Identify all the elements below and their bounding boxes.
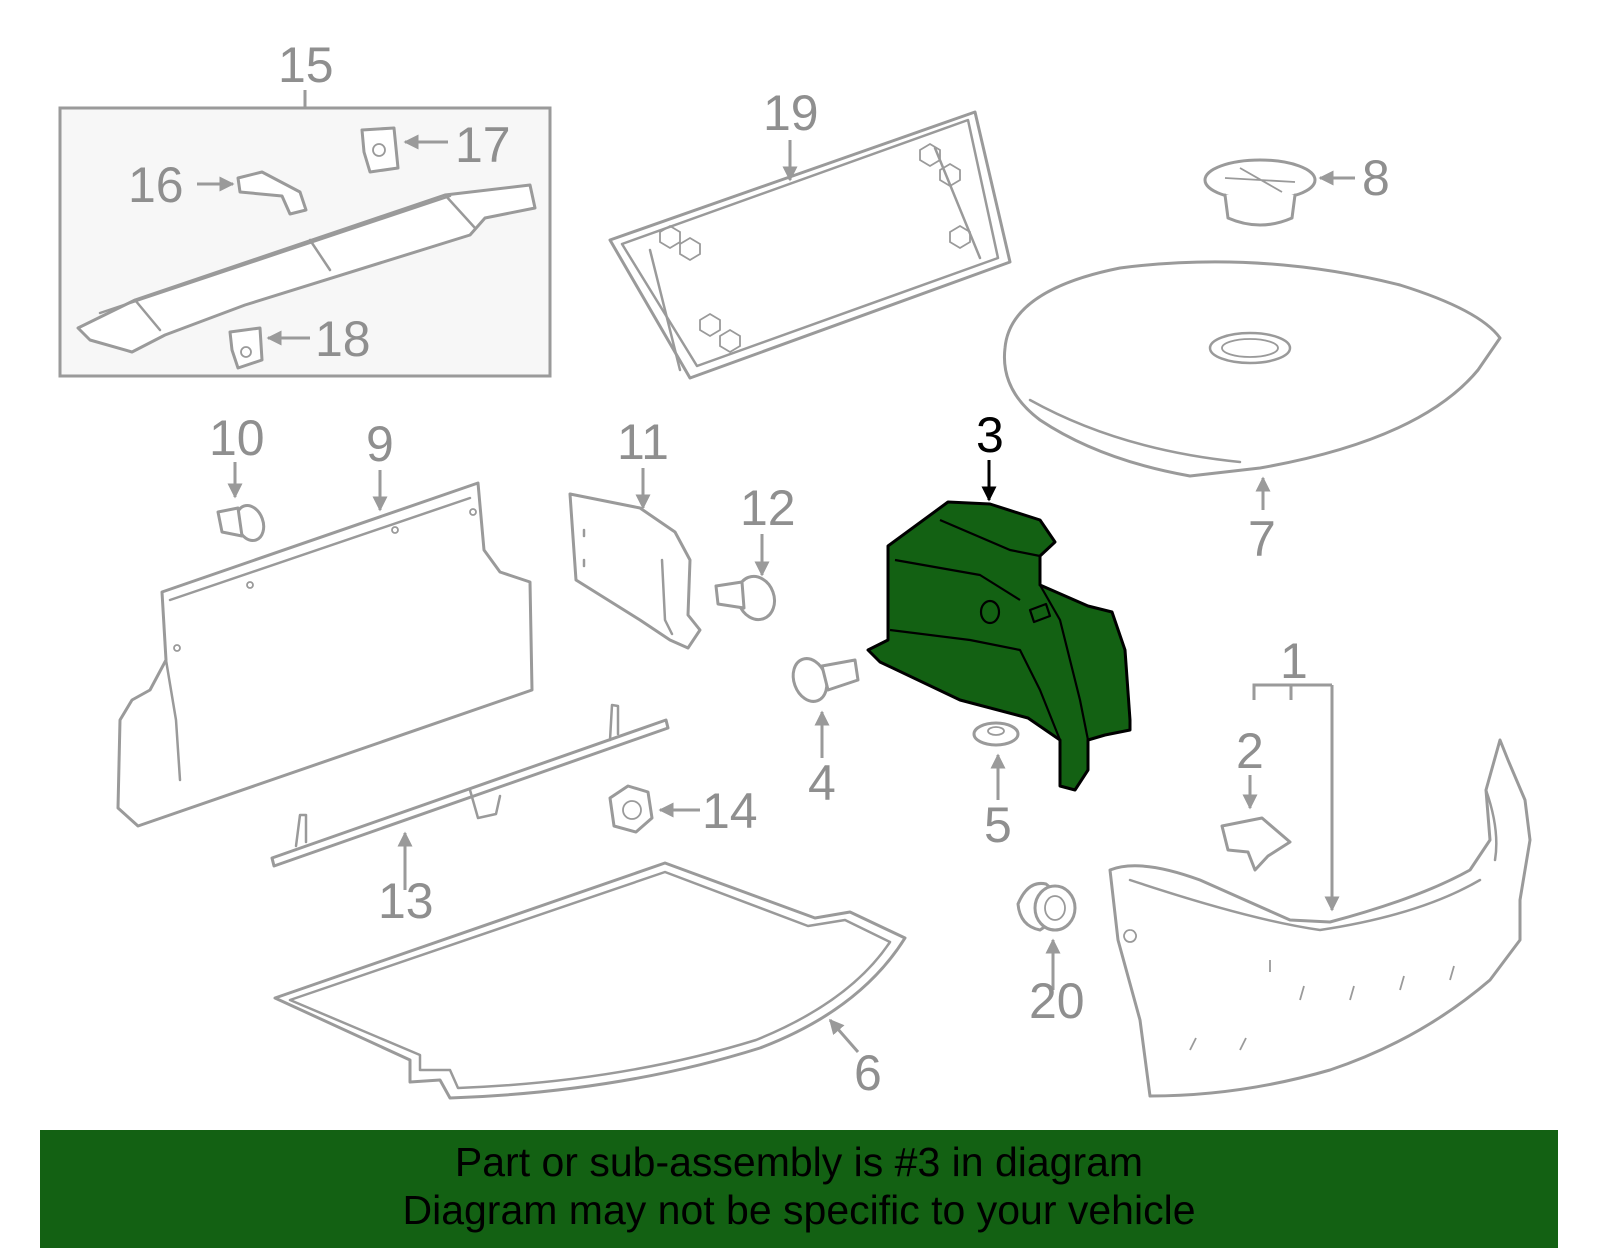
callout-4: 4 [808,755,836,811]
callout-12: 12 [740,480,796,536]
callout-19: 19 [763,85,819,141]
part-4-push-pin[interactable] [787,654,860,758]
callout-17: 17 [455,117,511,173]
callout-6: 6 [854,1045,882,1101]
part-12-push-pin[interactable] [714,534,780,625]
part-5-retainer[interactable] [972,721,1020,800]
part-20-clip[interactable] [1016,881,1077,990]
part-1-sill-plate[interactable] [1108,683,1532,1098]
part-14-nut[interactable] [608,784,700,834]
callout-16: 16 [128,157,184,213]
callout-3-highlighted: 3 [976,407,1004,463]
callout-13: 13 [378,873,434,929]
banner-line-disclaimer: Diagram may not be specific to your vehi… [402,1187,1196,1233]
part-10-push-pin[interactable] [216,462,268,544]
callout-1: 1 [1280,633,1308,689]
part-2-bracket[interactable] [1220,775,1292,872]
part-13-rail[interactable] [270,703,670,890]
part-8-plug[interactable] [1203,158,1355,227]
callout-8: 8 [1362,150,1390,206]
callout-2: 2 [1236,723,1264,779]
callout-5: 5 [984,797,1012,853]
callout-9: 9 [366,416,394,472]
part-11-bracket[interactable] [568,468,702,650]
callout-14: 14 [702,783,758,839]
callout-7: 7 [1248,511,1276,567]
callout-11: 11 [617,414,669,470]
callout-18: 18 [315,311,371,367]
part-3-side-trim-highlighted[interactable] [866,460,1132,792]
banner-line-part-number: Part or sub-assembly is #3 in diagram [454,1139,1144,1185]
part-7-floor-cover[interactable] [1002,260,1502,510]
callout-20: 20 [1029,973,1085,1029]
callout-10: 10 [209,410,265,466]
part-15-cargo-cover-group[interactable] [58,90,552,378]
info-banner: Part or sub-assembly is #3 in diagram Di… [40,1130,1558,1248]
part-9-trim-panel[interactable] [116,470,534,828]
part-19-cargo-net[interactable] [608,110,1012,380]
callout-labels: 15 16 17 18 19 8 7 10 9 11 12 3 4 5 14 1… [128,37,1390,1101]
part-6-floor-mat[interactable] [273,861,907,1100]
callout-15: 15 [278,37,334,93]
